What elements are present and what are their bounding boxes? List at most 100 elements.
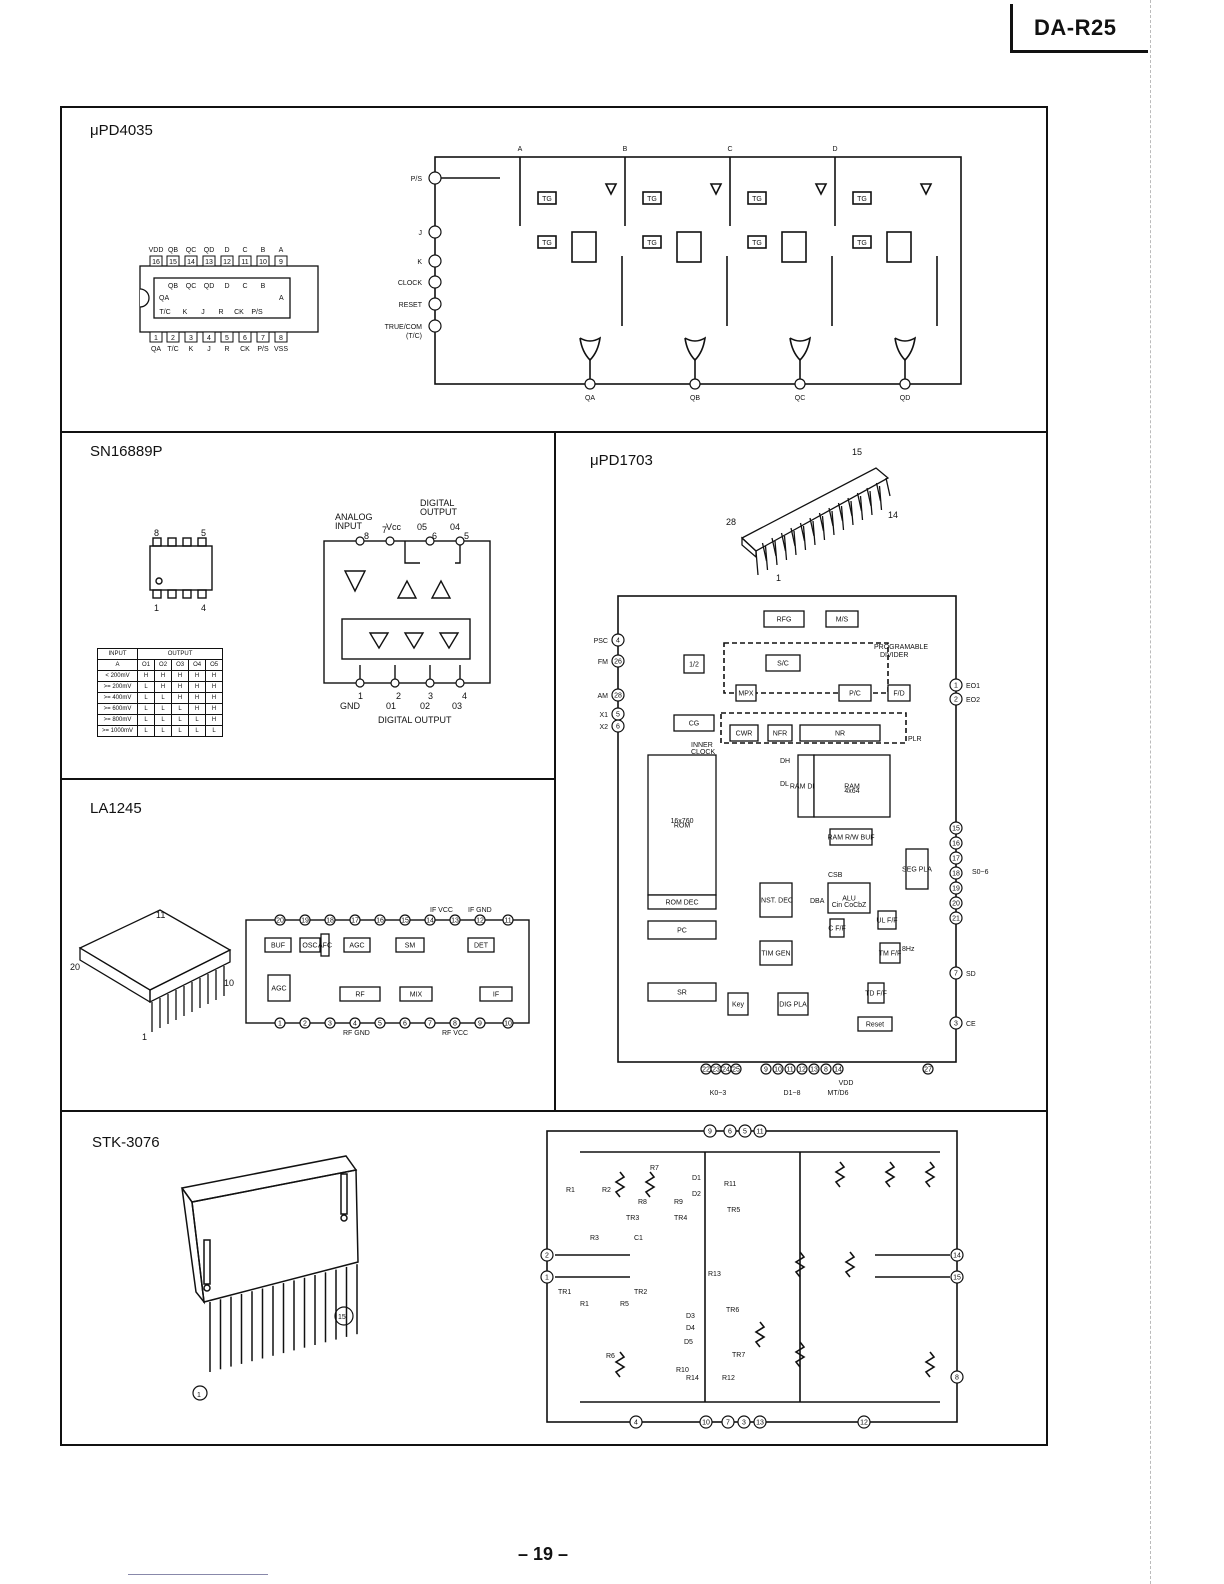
stk-part-21: D5 [684, 1339, 693, 1346]
u1703-reset-label: Reset [866, 1022, 884, 1029]
u4035-tg-a-2: TG [752, 196, 762, 203]
u1703-bot-pin-7-label: 12 [798, 1067, 806, 1074]
la-bot-pin-1-label: 2 [303, 1021, 307, 1028]
stk-part-6: R9 [674, 1199, 683, 1206]
u1703-ram-size: 4x64 [844, 788, 859, 795]
stk-left-pin-0-label: 2 [545, 1253, 549, 1260]
u4035-top-3: D [832, 146, 837, 153]
upd1703-package [740, 467, 891, 576]
u4035-top-pin-4: D [224, 247, 229, 254]
u1703-sr-label: SR [677, 990, 687, 997]
la-pkg-11: 11 [156, 910, 165, 920]
tt-col-0: A [96, 659, 139, 671]
stk-top-pin-2-label: 5 [743, 1129, 747, 1136]
u4035-inner-top-5: B [261, 283, 266, 290]
tt-cell: L [137, 692, 156, 704]
tt-cell: >= 200mV [96, 681, 139, 693]
la-top-pin-1-label: 19 [301, 918, 309, 925]
u4035-bot-pin-4: R [224, 346, 229, 353]
la-top-pin-7 [449, 914, 461, 926]
u1703-half-label: 1/2 [689, 662, 699, 669]
u4035-top-pin-num-7: 9 [279, 259, 283, 266]
u4035-in-label-tc: TRUE/COM [385, 324, 423, 331]
tt-cell: H [188, 703, 207, 715]
u1703-half [683, 654, 705, 674]
u1703-bot-pin-2-label: 24 [722, 1067, 730, 1074]
u1703-ms-label: M/S [836, 617, 849, 624]
u4035-top-pin-num-6: 10 [259, 259, 267, 266]
sn-pin-4: 4 [201, 603, 206, 613]
sn16889p-schematic [323, 540, 491, 684]
u1703-ms [825, 610, 859, 628]
tt-cell: H [188, 692, 207, 704]
la-afc-label: AFC [318, 943, 332, 950]
u4035-in-label-j: J [419, 230, 423, 237]
la-bot-pin-1 [299, 1017, 311, 1029]
la-buf [264, 937, 292, 953]
stk-right-pin-0-label: 14 [953, 1253, 961, 1260]
stk-part-7: D2 [692, 1191, 701, 1198]
u1703-bot-pin-10 [832, 1063, 844, 1075]
tt-cell: >= 1000mV [96, 725, 139, 737]
stk-bot-pin-5-label: 12 [860, 1420, 868, 1427]
u1703-in-pin-2 [611, 688, 625, 702]
u1703-ul-ff [877, 910, 897, 930]
u4035-bot-pin-num-5: 6 [243, 335, 247, 342]
stk-right-pin-2-label: 8 [955, 1375, 959, 1382]
u1703-in-pin-4-label: 6 [616, 724, 620, 731]
u1703-sr [647, 982, 717, 1002]
stk-part-11: R3 [590, 1235, 599, 1242]
u1703-out-label-2: SD [966, 971, 976, 978]
la-top-pin-3 [349, 914, 361, 926]
stk-part-4: R11 [724, 1181, 736, 1188]
stk-left-pin-1 [540, 1270, 554, 1284]
u1703-seg-pin-5 [949, 896, 963, 910]
la-top-pin-6-label: 14 [426, 918, 434, 925]
stk-part-3: D1 [692, 1175, 701, 1182]
la-bot-pin-4-label: 5 [378, 1021, 382, 1028]
u1703-in-pin-2-label: 28 [614, 693, 622, 700]
u4035-inner-top-4: C [242, 283, 247, 290]
u4035-top-pin-3: QD [204, 247, 215, 254]
u1703-bot-pin-1-label: 23 [712, 1067, 720, 1074]
diagram-frame [60, 106, 1048, 1446]
stk-part-23: TR7 [732, 1352, 745, 1359]
u1703-bot-pin-5 [772, 1063, 784, 1075]
sn-pin-8: 8 [154, 528, 159, 538]
sn-pin-5: 5 [201, 528, 206, 538]
bottom-edge-mark [128, 1574, 268, 1575]
u4035-in-label-tc2: (T/C) [406, 333, 422, 340]
u4035-in-label-reset: RESET [399, 302, 423, 309]
stk-bot-pin-4-label: 13 [756, 1420, 764, 1427]
u1703-in-label-2: AM [598, 693, 609, 700]
la-top-pin-5-label: 15 [401, 918, 409, 925]
stk-part-8: TR3 [626, 1215, 639, 1222]
sn-pin-1: 1 [154, 603, 159, 613]
la-if [479, 986, 513, 1002]
la-afc [320, 933, 330, 957]
u1703-seg-pin-4-label: 19 [952, 886, 960, 893]
la-top-pin-9 [502, 914, 514, 926]
u4035-in-pin-j [428, 225, 442, 239]
stk-bot-pin-2 [721, 1415, 735, 1429]
u4035-out-0: QA [585, 395, 595, 402]
u1703-in-pin-1-label: 26 [614, 659, 622, 666]
u4035-inner-bot-1: K [183, 309, 188, 316]
la1245-title: LA1245 [90, 800, 142, 817]
u1703-bot-pin-6-label: 11 [786, 1067, 793, 1074]
u1703-cwr [729, 724, 759, 742]
stk-part-12: C1 [634, 1235, 643, 1242]
u1703-bot-pin-7 [796, 1063, 808, 1075]
stk-part-0: R1 [566, 1187, 575, 1194]
u1703-fd [887, 684, 911, 702]
u4035-in-label-k: K [417, 259, 422, 266]
sn-top-pin-7: 7 [382, 525, 387, 535]
stk-part-2: R7 [650, 1165, 659, 1172]
u1703-out-label-0: EO1 [966, 683, 980, 690]
tt-col-5: O5 [205, 659, 224, 671]
stk3076-title: STK-3076 [92, 1134, 160, 1151]
u1703-plr-label: PLR [908, 736, 922, 743]
u4035-bot-pin-6: P/S [257, 346, 269, 353]
la-sm [395, 937, 425, 953]
u1703-inner-label: INNER [691, 742, 713, 749]
